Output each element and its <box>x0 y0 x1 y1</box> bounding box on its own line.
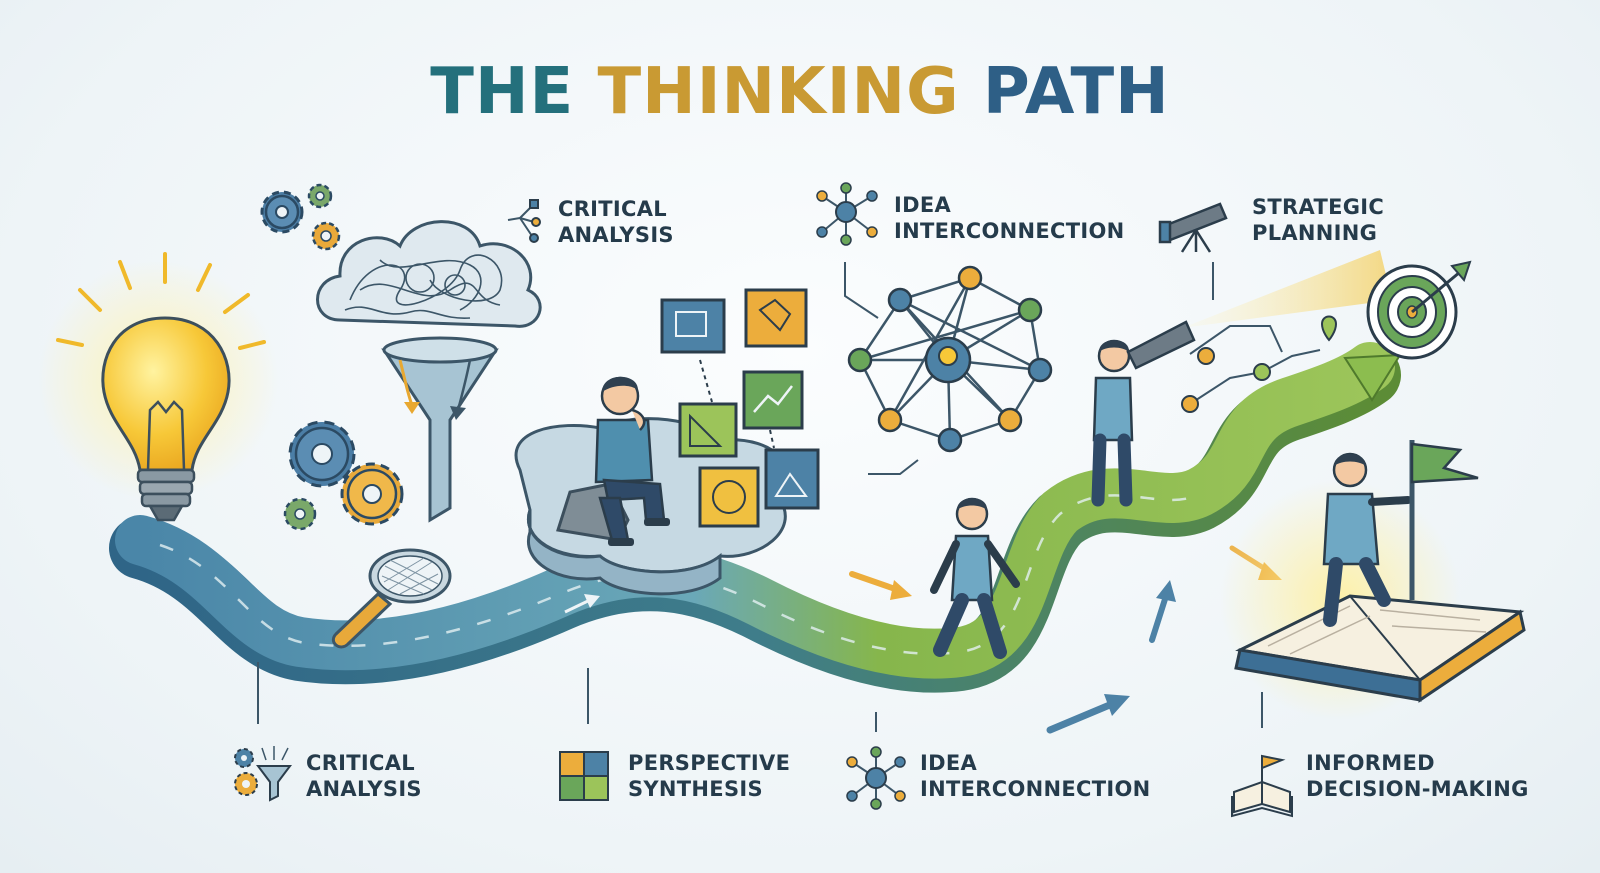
top-label-strategic-planning: STRATEGIC PLANNING <box>1252 194 1384 246</box>
idea-network-icon <box>844 262 1053 475</box>
flag-person-icon <box>1322 440 1479 627</box>
telescope-person-icon <box>1091 250 1392 507</box>
bottom-label-informed-decision-making-line2: DECISION-MAKING <box>1306 777 1529 801</box>
title-word-path: PATH <box>982 55 1170 129</box>
bottom-label-perspective-synthesis: PERSPECTIVE SYNTHESIS <box>628 750 790 802</box>
lightbulb-icon <box>38 252 278 522</box>
bottom-label-critical-analysis-line2: ANALYSIS <box>306 777 422 801</box>
book-flag-icon <box>1231 754 1293 818</box>
synthesis-platform <box>514 376 789 596</box>
bottom-label-idea-interconnection-line1: IDEA <box>920 751 978 775</box>
top-label-strategic-planning-line1: STRATEGIC <box>1252 195 1385 219</box>
bottom-label-perspective-synthesis-line2: SYNTHESIS <box>628 777 763 801</box>
puzzle-icon <box>559 751 609 801</box>
tangled-thought-cloud-icon <box>316 220 542 523</box>
top-label-critical-analysis-line2: ANALYSIS <box>558 223 674 247</box>
top-label-critical-analysis-line1: CRITICAL <box>558 197 667 221</box>
top-label-critical-analysis: CRITICAL ANALYSIS <box>558 196 674 248</box>
top-label-idea-interconnection: IDEA INTERCONNECTION <box>894 192 1124 244</box>
gears-funnel-icon <box>234 746 292 802</box>
page-title: THE THINKING PATH <box>0 52 1600 132</box>
thinking-path-road <box>109 342 1402 693</box>
title-word-the: THE <box>430 55 575 129</box>
target-icon <box>1366 260 1472 360</box>
telescope-icon <box>1158 202 1228 253</box>
gears-top-icon <box>260 183 341 251</box>
top-label-idea-interconnection-line2: INTERCONNECTION <box>894 219 1125 243</box>
bottom-label-idea-interconnection: IDEA INTERCONNECTION <box>920 750 1150 802</box>
bottom-label-informed-decision-making: INFORMED DECISION-MAKING <box>1306 750 1529 802</box>
hub-network-icon-bottom <box>846 746 906 810</box>
bottom-label-critical-analysis-line1: CRITICAL <box>306 751 415 775</box>
top-label-strategic-planning-line2: PLANNING <box>1252 221 1378 245</box>
bottom-label-idea-interconnection-line2: INTERCONNECTION <box>920 777 1151 801</box>
top-label-idea-interconnection-line1: IDEA <box>894 193 952 217</box>
walking-person-icon <box>930 497 1020 659</box>
strategy-map-icon <box>1181 315 1338 413</box>
leader-lines <box>257 262 1263 732</box>
branch-network-icon <box>507 199 541 243</box>
gears-cluster-icon <box>283 420 404 531</box>
open-book-icon <box>1220 480 1526 720</box>
bottom-label-critical-analysis: CRITICAL ANALYSIS <box>306 750 422 802</box>
puzzle-pieces-icon <box>660 288 820 528</box>
title-word-thinking: THINKING <box>597 55 960 129</box>
bottom-label-perspective-synthesis-line1: PERSPECTIVE <box>628 751 791 775</box>
sieve-icon <box>331 548 452 649</box>
bottom-label-informed-decision-making-line1: INFORMED <box>1306 751 1435 775</box>
hub-network-icon-top <box>816 182 878 246</box>
